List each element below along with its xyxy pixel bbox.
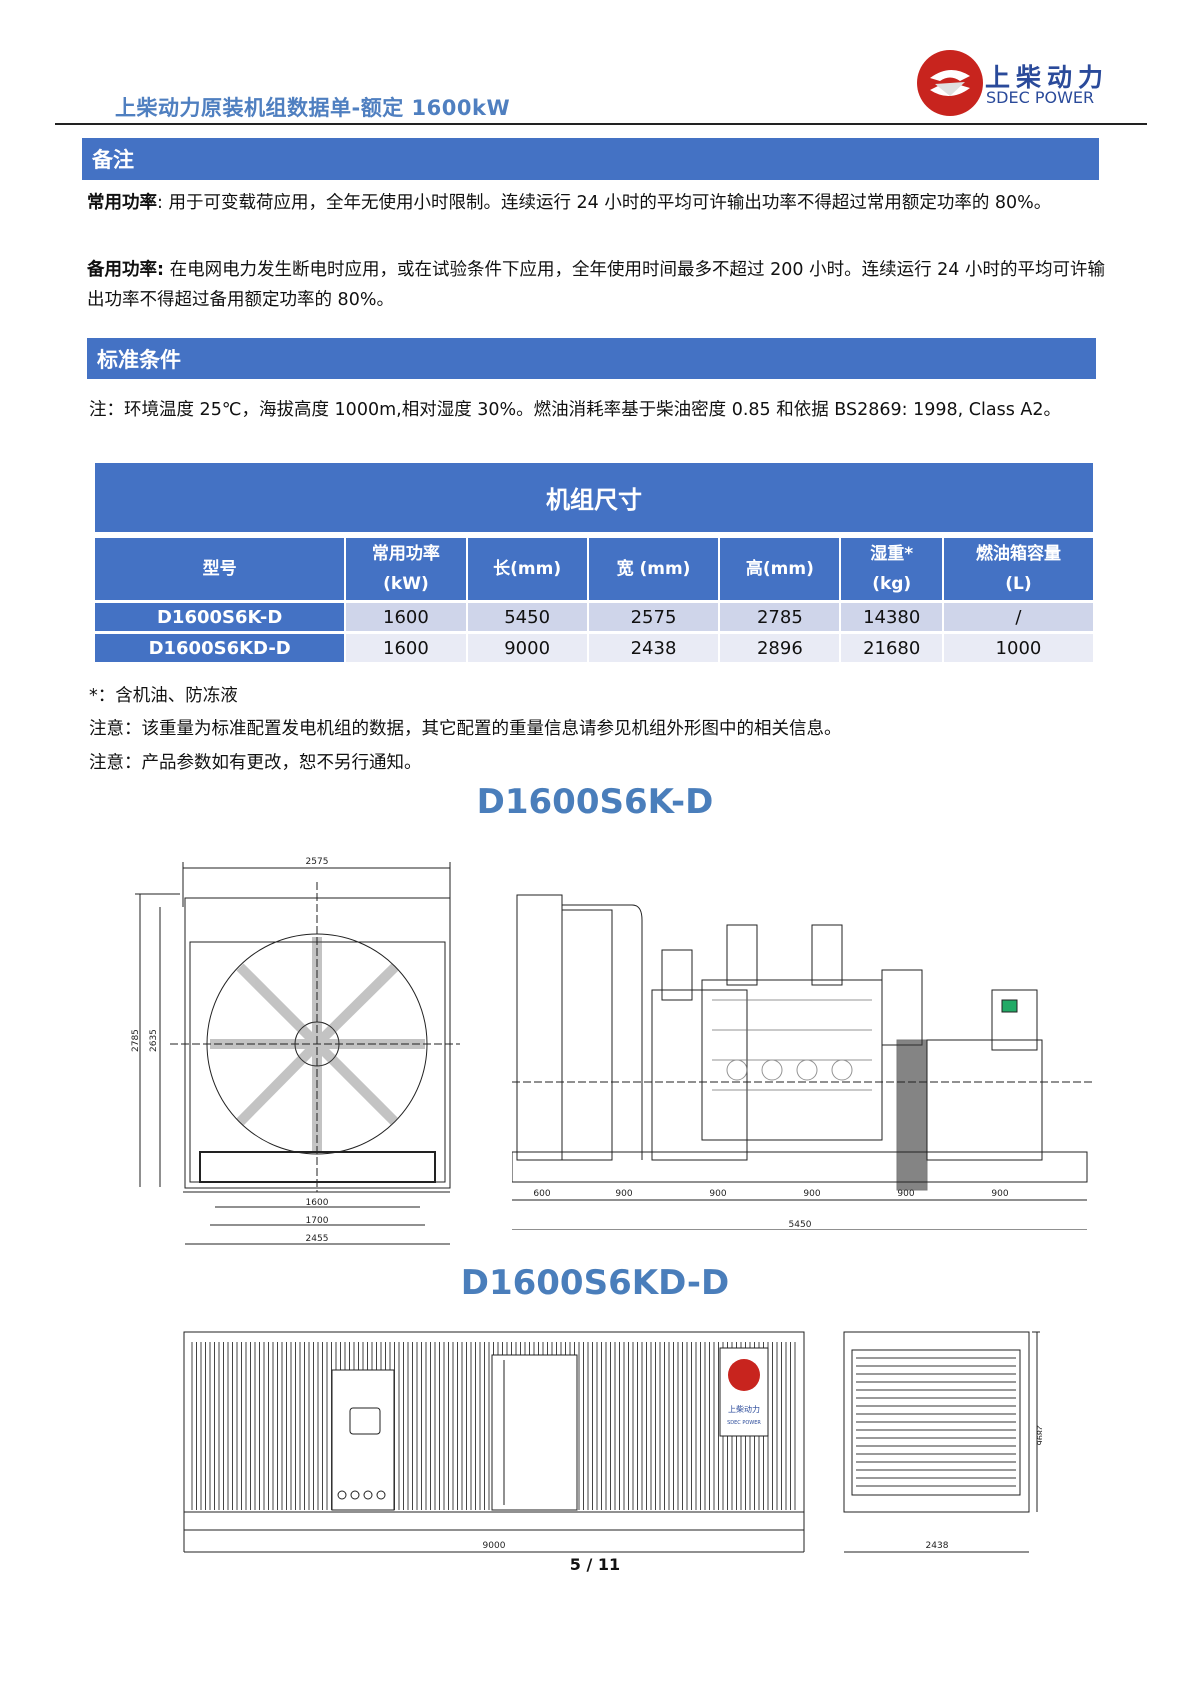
column-header: 宽 (mm) — [588, 532, 719, 600]
value-cell: 21680 — [841, 631, 942, 662]
column-header: 长(mm) — [467, 532, 587, 600]
logo-text-cn: 上柴动力 — [985, 63, 1110, 92]
dim-5450: 5450 — [789, 1220, 812, 1230]
dim-600: 600 — [533, 1189, 550, 1199]
column-header: 燃油箱容量 (L) — [943, 532, 1093, 600]
dim-2438: 2438 — [926, 1541, 949, 1551]
footnote-weight: 注意：该重量为标准配置发电机组的数据，其它配置的重量信息请参见机组外形图中的相关… — [89, 719, 842, 739]
standby-label: 备用功率: — [87, 260, 164, 280]
value-cell: 2438 — [588, 631, 719, 662]
badge-cn: 上柴动力 — [728, 1404, 760, 1414]
value-cell: 14380 — [841, 600, 942, 631]
dim-900-1: 900 — [615, 1189, 632, 1199]
standby-text: 在电网电力发生断电时应用，或在试验条件下应用，全年使用时间最多不超过 200 小… — [87, 260, 1105, 310]
page-number: 5 / 11 — [569, 1555, 621, 1574]
value-cell: 2785 — [720, 600, 840, 631]
value-cell: 2575 — [588, 600, 719, 631]
column-header: 常用功率 (kW) — [346, 532, 466, 600]
dim-1700: 1700 — [306, 1216, 329, 1226]
section-heading-standard: 标准条件 — [87, 338, 1096, 379]
dim-900-3: 900 — [803, 1189, 820, 1199]
logo-text-en: SDEC POWER — [986, 88, 1095, 107]
badge-en: SDEC POWER — [727, 1420, 761, 1426]
drawing-title-container: D1600S6KD-D — [460, 1263, 730, 1303]
container-end-drawing: 2896 2438 — [843, 1331, 1042, 1553]
footnote-wet-weight: *：含机油、防冻液 — [89, 686, 238, 706]
value-cell: 1000 — [943, 631, 1093, 662]
dim-900-2: 900 — [709, 1189, 726, 1199]
prime-text: : 用于可变载荷应用，全年无使用小时限制。连续运行 24 小时的平均可许输出功率… — [157, 193, 1052, 213]
column-header: 湿重* (kg) — [841, 532, 942, 600]
value-cell: 9000 — [467, 631, 587, 662]
dim-1600: 1600 — [306, 1198, 329, 1208]
value-cell: 1600 — [346, 600, 466, 631]
standard-conditions-note: 注：环境温度 25℃，海拔高度 1000m,相对湿度 30%。燃油消耗率基于柴油… — [89, 400, 1061, 420]
dim-2455: 2455 — [306, 1234, 329, 1244]
prime-power-note: 常用功率: 用于可变载荷应用，全年无使用小时限制。连续运行 24 小时的平均可许… — [87, 188, 1117, 218]
footnote-change: 注意：产品参数如有更改，恕不另行通知。 — [89, 753, 422, 773]
column-header: 高(mm) — [720, 532, 840, 600]
dim-900-4: 900 — [897, 1189, 914, 1199]
dimensions-table: 机组尺寸 型号常用功率 (kW)长(mm)宽 (mm)高(mm)湿重* (kg)… — [93, 463, 1095, 662]
model-cell: D1600S6K-D — [95, 600, 345, 631]
dim-height: 2785 — [131, 1029, 141, 1052]
column-header: 型号 — [95, 532, 345, 600]
container-side-drawing: 上柴动力 SDEC POWER 9000 — [183, 1331, 805, 1553]
standby-power-note: 备用功率: 在电网电力发生断电时应用，或在试验条件下应用，全年使用时间最多不超过… — [87, 255, 1117, 315]
dim-width: 2575 — [306, 857, 329, 867]
dim-900-5: 900 — [991, 1189, 1008, 1199]
table-title: 机组尺寸 — [95, 463, 1093, 532]
dim-9000: 9000 — [483, 1541, 506, 1551]
prime-label: 常用功率 — [87, 193, 157, 213]
value-cell: 1600 — [346, 631, 466, 662]
drawing-title-open: D1600S6K-D — [476, 782, 714, 822]
section-heading-notes: 备注 — [82, 138, 1099, 180]
side-view-drawing: 600 900 900 900 900 900 5450 — [512, 894, 1092, 1230]
front-view-drawing: 2575 2785 2635 1600 1700 2455 — [131, 857, 460, 1245]
dim-height-inner: 2635 — [149, 1029, 159, 1052]
value-cell: 2896 — [720, 631, 840, 662]
document-title: 上柴动力原装机组数据单-额定 1600kW — [115, 96, 511, 120]
sdec-logo-icon — [917, 50, 983, 116]
value-cell: / — [943, 600, 1093, 631]
value-cell: 5450 — [467, 600, 587, 631]
dim-2896: 2896 — [1035, 1425, 1042, 1445]
header-divider — [55, 123, 1147, 125]
model-cell: D1600S6KD-D — [95, 631, 345, 662]
